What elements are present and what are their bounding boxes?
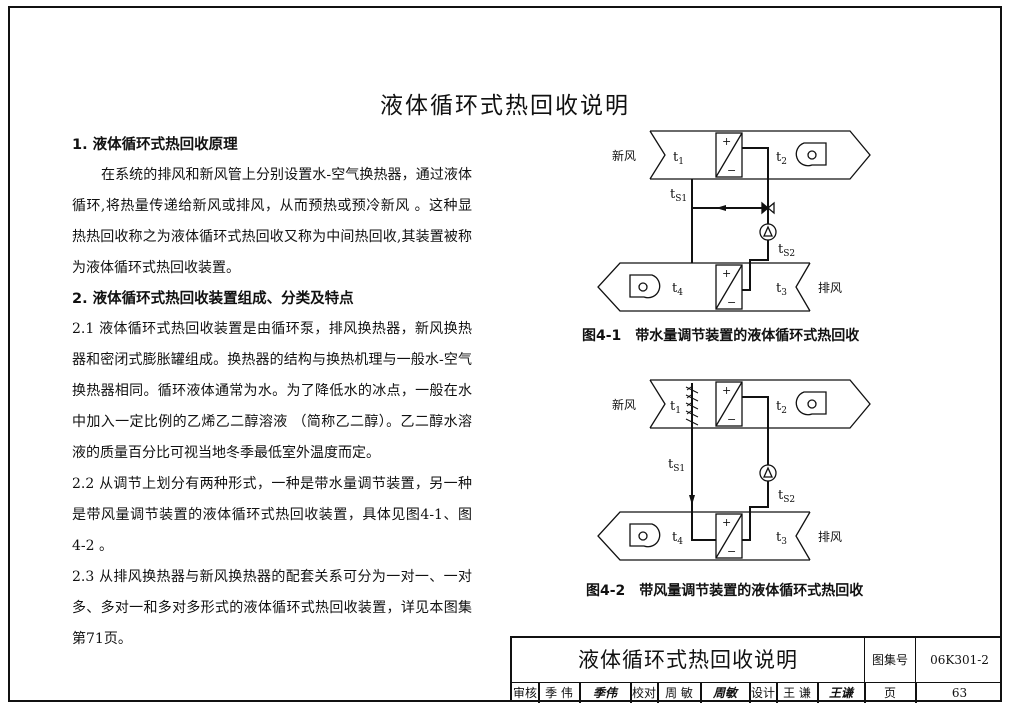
coil-plus-2: +: [722, 267, 731, 280]
page-label: 页: [883, 686, 896, 700]
reviewer-signature: 季伟: [592, 686, 617, 700]
divider: [579, 683, 581, 703]
title-block-title: 液体循环式热回收说明: [512, 638, 865, 682]
divider: [630, 683, 632, 703]
t3-label: t3: [776, 281, 787, 298]
coil-minus-2: −: [727, 545, 736, 558]
t2-label: t2: [776, 399, 787, 416]
fresh-air-duct: [649, 379, 871, 429]
t1-label: t1: [670, 399, 681, 416]
page-title: 液体循环式热回收说明: [380, 93, 630, 119]
three-way-valve-icon: [761, 201, 775, 215]
figure-4-1-caption: 图4-1 带水量调节装置的液体循环式热回收: [582, 328, 860, 344]
section-2-3-paragraph: 2.3 从排风换热器与新风换热器的配套关系可分为一对一、一对多、多对一和多对多形…: [72, 569, 472, 647]
coil-minus: −: [727, 413, 736, 426]
divider: [776, 683, 778, 703]
fresh-air-coil: [715, 132, 743, 178]
bypass-damper-icon: [685, 383, 699, 426]
exhaust-air-coil: [715, 513, 743, 559]
fresh-air-duct: [649, 130, 871, 180]
figure-4-1: 新风 t1 t2 + − tS1 tS2: [590, 128, 890, 314]
coil-minus-2: −: [727, 296, 736, 309]
section-2-1-paragraph: 2.1 液体循环式热回收装置是由循环泵，排风换热器，新风换热器和密闭式膨胀罐组成…: [72, 321, 472, 461]
divider: [700, 683, 702, 703]
checker-name: 周 敏: [665, 686, 693, 700]
t4-label: t4: [672, 530, 683, 547]
checker-signature: 周敏: [712, 686, 737, 700]
coil-plus: +: [722, 384, 731, 397]
fresh-air-coil: [715, 381, 743, 427]
design-label: 设计: [750, 686, 775, 700]
atlas-number-label: 图集号: [865, 638, 916, 682]
atlas-number: 06K301-2: [930, 653, 989, 667]
page-number: 63: [951, 686, 968, 700]
designer-signature: 王谦: [828, 686, 853, 700]
section-1-heading: 1. 液体循环式热回收原理: [72, 137, 238, 153]
exhaust-air-label: 排风: [818, 530, 842, 544]
coil-minus: −: [727, 164, 736, 177]
flow-arrow: [689, 495, 695, 505]
flow-arrow: [716, 205, 726, 211]
ts2-label: tS2: [778, 488, 795, 505]
t3-label: t3: [776, 530, 787, 547]
divider: [538, 683, 540, 703]
exhaust-fan-icon: [629, 274, 661, 299]
t2-label: t2: [776, 150, 787, 167]
pump-icon: [759, 223, 777, 241]
divider: [657, 683, 659, 703]
pump-icon: [759, 464, 777, 482]
ts1-label: tS1: [668, 457, 685, 474]
check-label: 校对: [631, 686, 656, 700]
figure-4-2: 新风 t1 t2 + − tS1 tS2: [590, 375, 890, 565]
figure-4-2-caption: 图4-2 带风量调节装置的液体循环式热回收: [586, 583, 864, 599]
exhaust-air-label: 排风: [818, 281, 842, 295]
divider: [817, 683, 819, 703]
text-column: 1. 液体循环式热回收原理 在系统的排风和新风管上分别设置水-空气换热器，通过液…: [72, 130, 472, 655]
fresh-air-label: 新风: [612, 148, 636, 163]
fresh-air-label: 新风: [612, 397, 636, 412]
liquid-circuit: [691, 147, 769, 291]
fan-icon: [795, 142, 827, 167]
exhaust-air-duct: [597, 262, 811, 312]
section-1-paragraph: 在系统的排风和新风管上分别设置水-空气换热器，通过液体循环,将热量传递给新风或排…: [72, 167, 472, 276]
section-2-heading: 2. 液体循环式热回收装置组成、分类及特点: [72, 291, 354, 307]
figure-4-1-diagram: 新风 t1 t2 + − tS1 tS2: [597, 130, 871, 312]
t4-label: t4: [672, 281, 683, 298]
ts2-label: tS2: [778, 242, 795, 259]
fan-icon: [795, 391, 827, 416]
drawing-frame: [8, 6, 1002, 702]
ts1-label: tS1: [670, 187, 687, 204]
designer-name: 王 谦: [783, 686, 811, 700]
exhaust-air-coil: [715, 264, 743, 310]
title-block-row-1: 液体循环式热回收说明 图集号 06K301-2: [512, 638, 1002, 683]
liquid-circuit: [691, 396, 769, 541]
exhaust-air-duct: [597, 511, 811, 561]
coil-plus-2: +: [722, 516, 731, 529]
divider: [749, 683, 751, 703]
title-block-row-2: 审核 季 伟 季伟 校对 周 敏 周敏 设计 王 谦 王谦 页 63: [512, 683, 1002, 703]
title-block: 液体循环式热回收说明 图集号 06K301-2 审核 季 伟 季伟 校对 周 敏…: [510, 636, 1002, 703]
exhaust-fan-icon: [629, 523, 661, 548]
section-2-2-paragraph: 2.2 从调节上划分有两种形式，一种是带水量调节装置，另一种是带风量调节装置的液…: [72, 476, 472, 554]
reviewer-name: 季 伟: [545, 686, 573, 700]
review-label: 审核: [512, 686, 537, 700]
divider: [864, 683, 866, 703]
coil-plus: +: [722, 135, 731, 148]
t1-label: t1: [673, 150, 684, 167]
figure-4-2-diagram: 新风 t1 t2 + − tS1 tS2: [597, 379, 871, 561]
divider: [915, 683, 917, 703]
